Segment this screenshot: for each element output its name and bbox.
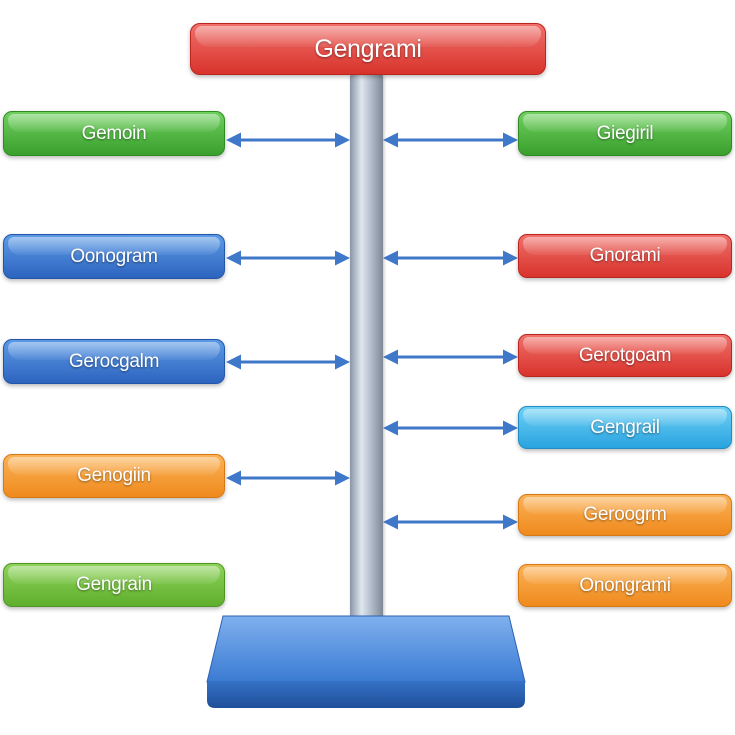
right-box-6-label: Onongrami (579, 574, 671, 596)
right-box-2: Gnorami (518, 234, 732, 278)
right-box-3-label: Gerotgoam (578, 344, 672, 366)
right-box-3: Gerotgoam (518, 334, 732, 377)
left-box-1: Gemoin (3, 111, 225, 156)
right-box-4: Gengrail (518, 406, 732, 449)
right-box-1-label: Giegiril (596, 122, 654, 144)
title-box: Gengrami (190, 23, 546, 75)
left-box-3-label: Gerocgalm (68, 350, 160, 372)
right-box-5: Geroogrm (518, 494, 732, 536)
left-box-2-label: Oonogram (70, 245, 158, 267)
left-box-2: Oonogram (3, 234, 225, 279)
left-box-3: Gerocgalm (3, 339, 225, 384)
left-box-1-label: Gemoin (81, 122, 147, 144)
right-box-4-label: Gengrail (590, 416, 660, 438)
left-box-5: Gengrain (3, 563, 225, 607)
right-box-6: Onongrami (518, 564, 732, 607)
vertical-pole (350, 74, 383, 636)
left-box-4: Genogiin (3, 454, 225, 498)
pole-base (206, 615, 526, 708)
left-box-4-label: Genogiin (77, 465, 151, 486)
right-box-1: Giegiril (518, 111, 732, 156)
left-box-5-label: Gengrain (76, 574, 152, 595)
right-box-5-label: Geroogrm (583, 504, 667, 525)
title-label: Gengrami (314, 34, 422, 63)
right-box-2-label: Gnorami (589, 245, 661, 266)
